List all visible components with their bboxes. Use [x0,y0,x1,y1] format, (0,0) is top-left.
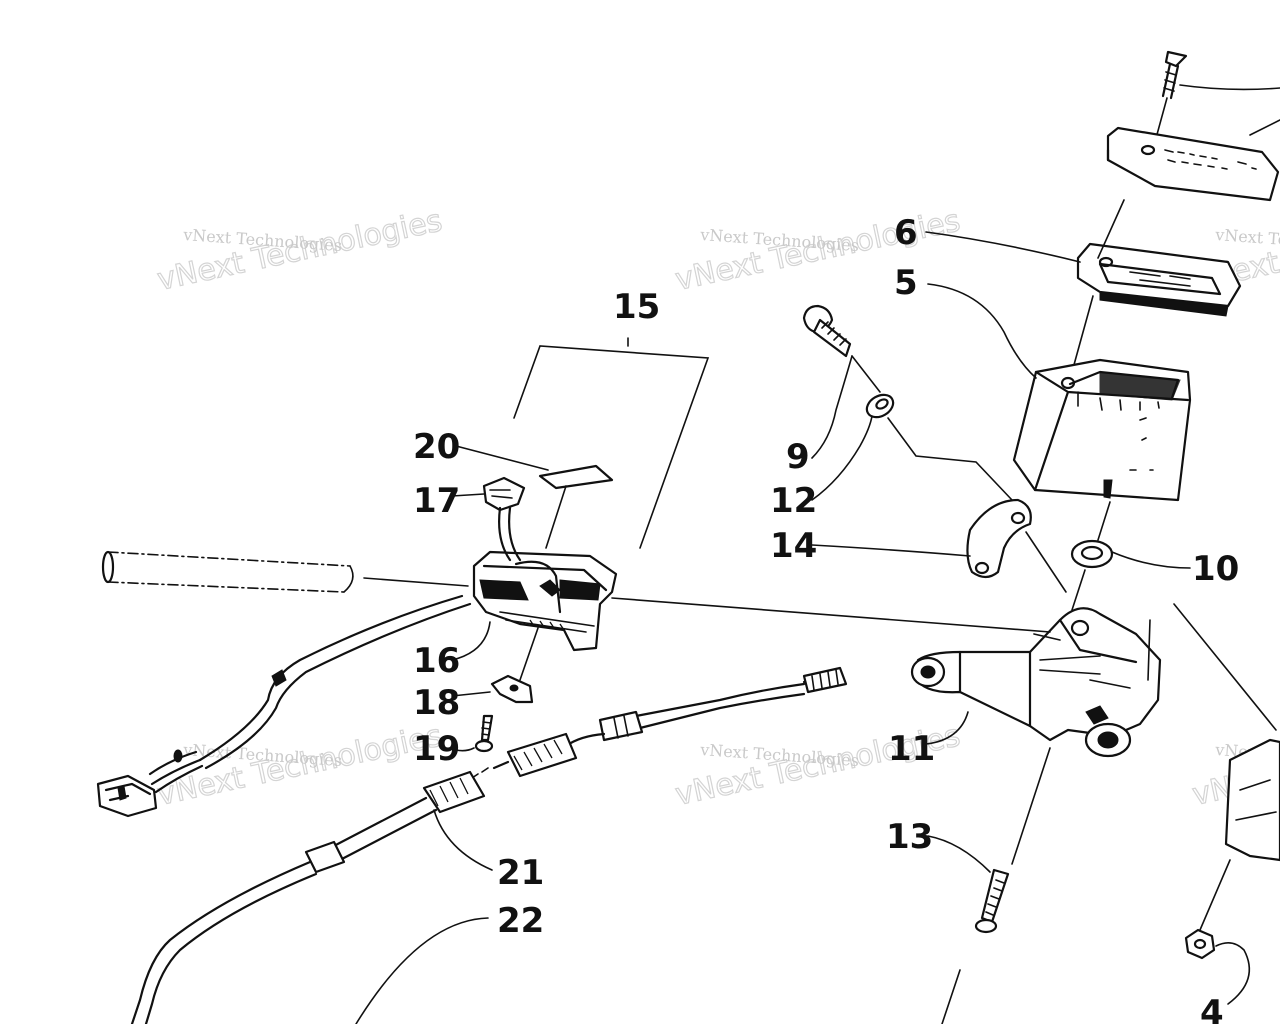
callout-11: 11 [888,729,935,769]
callout-9: 9 [786,437,810,477]
throttle-cable [130,666,848,1024]
reservoir-cover [1106,119,1280,202]
callout-leaders [811,231,1251,1005]
diaphragm-plate [1071,199,1242,373]
washer-10 [1070,539,1114,611]
master-cylinder-11 [910,603,1277,758]
callout-18: 18 [413,683,460,723]
connector-17 [451,476,526,562]
bolt-9 [802,304,881,393]
callout-14: 14 [770,526,817,566]
reservoir-body [1012,358,1192,541]
callout-labels: 4 5 6 9 10 11 12 13 14 15 16 17 18 19 20… [413,213,1239,1024]
washer-12 [865,393,1013,501]
gasket-20 [455,445,614,549]
callout-19: 19 [413,729,460,769]
callout-12: 12 [770,481,817,521]
callout-16: 16 [413,641,460,681]
callout-13: 13 [886,817,933,857]
wiring-harness [96,594,472,818]
screw-19 [455,714,494,753]
leader-16 [451,621,491,661]
clamp-14 [966,498,1067,593]
screw-13 [941,747,1051,1024]
clip-18 [451,627,539,704]
callout-17: 17 [413,481,460,521]
callout-22: 22 [497,901,544,941]
callout-5: 5 [894,263,918,303]
callout-6: 6 [894,213,918,253]
lever-part-right [1199,738,1280,931]
callout-10: 10 [1192,549,1239,589]
switch-housing-15 [472,337,710,652]
callout-21: 21 [497,853,544,893]
nut-4 [1184,928,1216,960]
callout-4: 4 [1200,993,1224,1024]
callout-20: 20 [413,427,460,467]
handlebar-tube [101,550,1051,633]
callout-15: 15 [613,287,660,327]
